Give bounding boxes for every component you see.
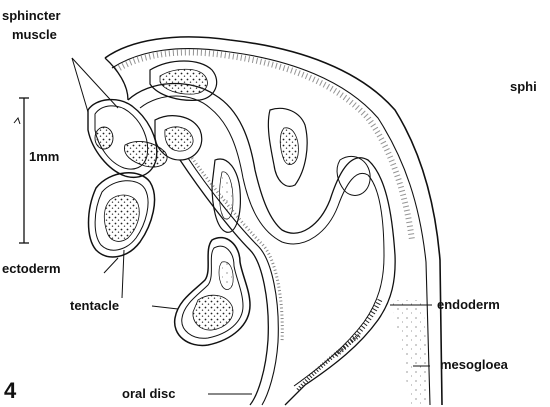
- label-sphincter-cut: sphi: [510, 80, 537, 94]
- label-endoderm: endoderm: [437, 298, 500, 312]
- mesogloea-region: [390, 300, 428, 405]
- scale-bar-label: 1mm: [29, 150, 59, 164]
- tentacle-lower: [175, 238, 250, 346]
- label-sphincter-line2: muscle: [12, 28, 57, 42]
- label-sphincter-line1: sphincter: [2, 9, 61, 23]
- tentacle-inner: [89, 173, 155, 257]
- figure-number: 4: [4, 380, 16, 402]
- sphincter-lobe: [88, 100, 202, 178]
- oral-disc-walls: [180, 158, 360, 405]
- label-ectoderm: ectoderm: [2, 262, 61, 276]
- label-mesogloea: mesogloea: [440, 358, 508, 372]
- label-oral-disc: oral disc: [122, 387, 175, 401]
- scale-bar: [14, 98, 29, 243]
- label-tentacle: tentacle: [70, 299, 119, 313]
